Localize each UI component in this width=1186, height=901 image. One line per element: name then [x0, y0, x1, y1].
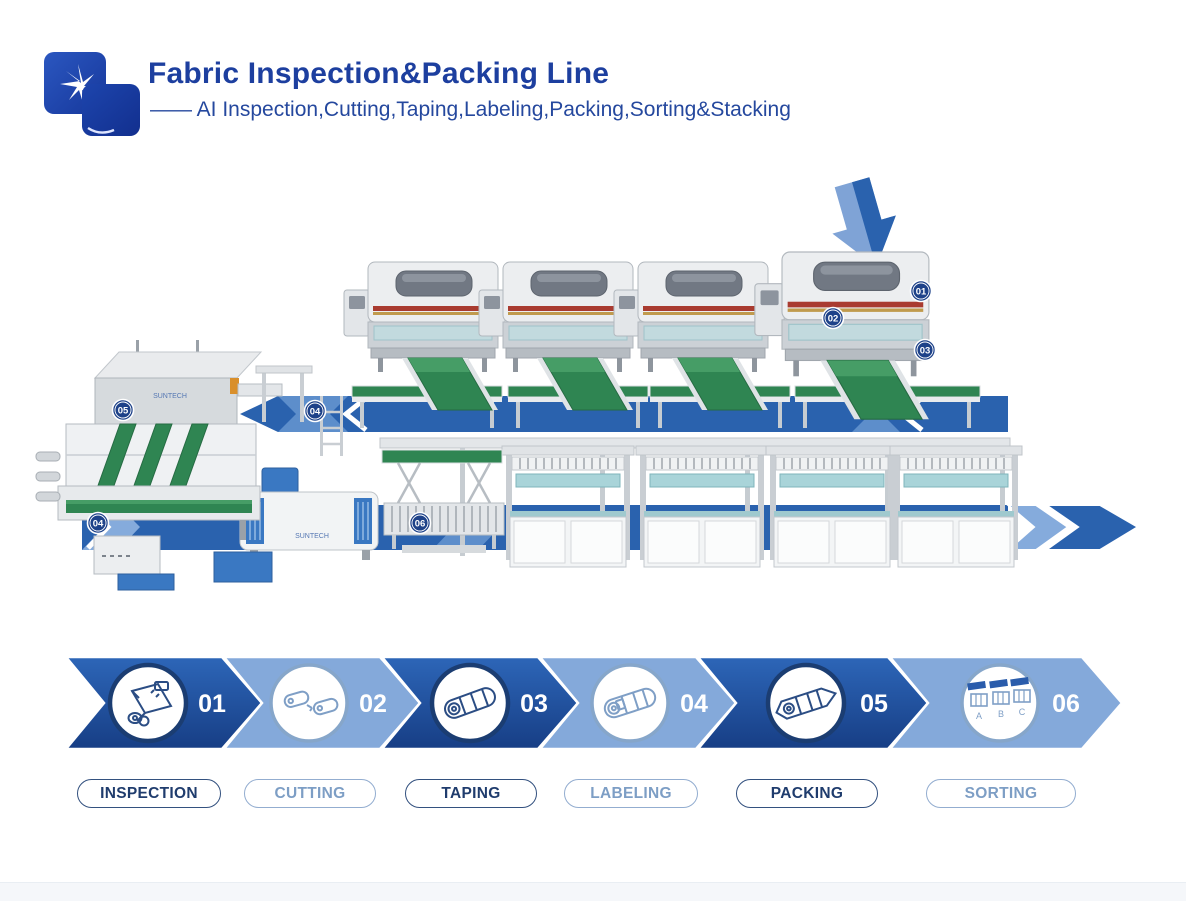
svg-text:01: 01: [916, 287, 927, 298]
stage-pill-cutting: CUTTING: [244, 779, 376, 808]
step-circle-packing: [765, 662, 847, 744]
stage-pill-packing: PACKING: [736, 779, 878, 808]
bottom-strip: [0, 882, 1186, 901]
labeled-roll-icon: [603, 687, 657, 719]
machine-brand-label: SUNTECH: [153, 393, 187, 400]
exit-chevron: [1005, 504, 1070, 551]
badge-04-lower: 04: [86, 511, 110, 535]
step-number: 03: [520, 690, 548, 718]
svg-text:03: 03: [920, 346, 931, 357]
badge-05: 05: [111, 398, 135, 422]
stage-pill-taping: TAPING: [405, 779, 537, 808]
taped-roll-icon: [444, 687, 496, 719]
fabric-inspection-icon: [127, 681, 173, 727]
spark-icon: [60, 64, 102, 106]
svg-text:05: 05: [118, 406, 129, 417]
badge-01: 01: [909, 279, 933, 303]
badge-02: 02: [821, 306, 845, 330]
svg-text:C: C: [1019, 707, 1026, 717]
step-circle-labeling: [590, 663, 670, 743]
stacking-table: [381, 449, 505, 553]
exit-arrow: [1042, 504, 1140, 551]
fabric-roll-spark-logo: [44, 52, 140, 136]
sorted-stacks-icon: A B C: [967, 676, 1031, 721]
badge-03: 03: [913, 338, 937, 362]
svg-text:A: A: [976, 711, 982, 721]
step-circle-sorting: A B C: [960, 663, 1040, 743]
step-number: 05: [860, 690, 888, 718]
shrink-tunnel-machine: SUNTECH: [239, 467, 379, 560]
logo-front-roll-square: [82, 84, 140, 136]
stage-pill-inspection: INSPECTION: [77, 779, 221, 808]
left-packing-machine: SUNTECH: [35, 340, 273, 591]
badge-06: 06: [408, 511, 432, 535]
production-line-illustration: SUNTECH SUNTECH: [35, 177, 1140, 591]
header: Fabric Inspection&Packing Line —— AI Ins…: [0, 0, 1186, 160]
page-title: Fabric Inspection&Packing Line: [148, 57, 610, 90]
svg-text:B: B: [998, 709, 1004, 719]
roll-cutting-icon: [283, 690, 339, 716]
svg-text:04: 04: [310, 407, 321, 418]
step-number: 02: [359, 690, 387, 718]
step-circle-cutting: [269, 663, 349, 743]
svg-text:02: 02: [828, 314, 839, 325]
step-circle-taping: [429, 662, 511, 744]
svg-text:04: 04: [93, 519, 104, 530]
process-flow: 01 02 03 04 05 06: [63, 655, 1124, 751]
transfer-gantry: [230, 365, 343, 456]
page-subtitle: —— AI Inspection,Cutting,Taping,Labeling…: [150, 98, 791, 121]
badge-04-upper: 04: [303, 399, 327, 423]
step-number: 04: [680, 690, 708, 718]
stage-pill-sorting: SORTING: [926, 779, 1076, 808]
fabric-curl-icon: [87, 126, 115, 134]
step-number: 06: [1052, 690, 1080, 718]
svg-text:06: 06: [415, 519, 426, 530]
packed-roll-icon: [775, 687, 838, 720]
step-number: 01: [198, 690, 226, 718]
step-circle-inspection: [107, 662, 189, 744]
stage-pill-labeling: LABELING: [564, 779, 698, 808]
incoming-fabric-arrow: [832, 177, 896, 267]
machine-brand-label: SUNTECH: [295, 533, 329, 540]
